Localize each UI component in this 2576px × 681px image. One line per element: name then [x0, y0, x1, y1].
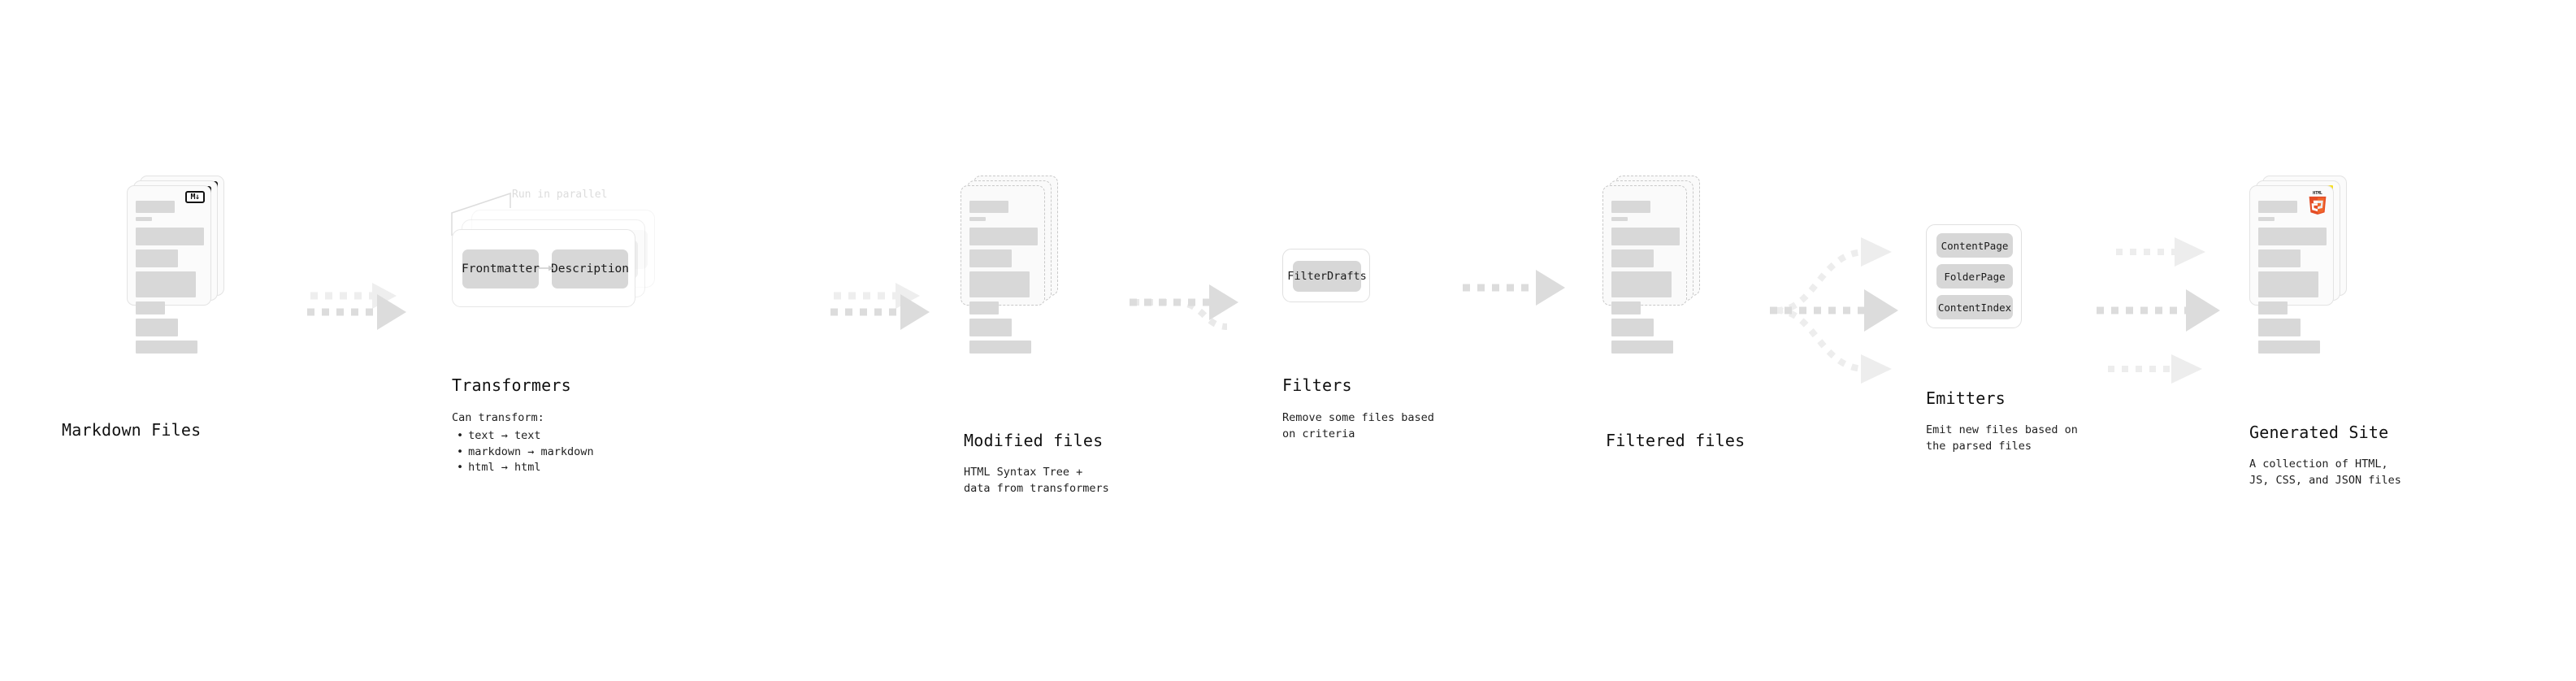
- connector-filtered-to-emitters: [1770, 232, 1932, 387]
- pill-contentpage[interactable]: ContentPage: [1936, 233, 2013, 258]
- bullet-html: html → html: [452, 460, 594, 476]
- pill-frontmatter[interactable]: Frontmatter: [462, 249, 540, 288]
- skeleton-lines: [1611, 201, 1680, 358]
- markdown-file-stack: M↓ M↓ M↓: [127, 176, 224, 354]
- annotation-run-in-parallel: Run in parallel: [512, 189, 608, 201]
- markdown-icon: M↓: [185, 191, 205, 203]
- skeleton-lines: [2258, 201, 2327, 358]
- run-in-parallel-leader: [451, 192, 511, 236]
- bullet-markdown: markdown → markdown: [452, 445, 593, 461]
- modified-card-front: [961, 185, 1045, 354]
- pill-filterdrafts[interactable]: FilterDrafts: [1287, 261, 1367, 292]
- connector-markdown-to-transformers: [307, 275, 413, 340]
- subtitle-modified-files: HTML Syntax Tree + data from transformer…: [964, 466, 1109, 495]
- transformers-bullet-list: text → text markdown → markdown html → h…: [452, 428, 594, 476]
- label-transformers: Transformers: [452, 375, 571, 395]
- node-filters: FilterDrafts: [1282, 249, 1370, 302]
- filtered-card-front: [1602, 185, 1687, 354]
- connector-emitters-to-site: [2088, 232, 2251, 387]
- svg-text:HTML: HTML: [2313, 191, 2322, 196]
- subtitle-filters: Remove some files based on criteria: [1282, 411, 1434, 440]
- label-emitters: Emitters: [1926, 388, 2006, 408]
- connector-transformers-to-modified: [830, 275, 936, 340]
- node-markdown-files: M↓ M↓ M↓: [127, 176, 224, 354]
- label-generated-site: Generated Site: [2249, 423, 2389, 442]
- label-filtered-files: Filtered files: [1606, 431, 1746, 450]
- connector-modified-to-filters: [1130, 268, 1260, 358]
- connector-filters-to-filtered: [1463, 270, 1576, 319]
- generated-site-stack: CSS HTML: [2249, 176, 2347, 354]
- node-emitters: ContentPage FolderPage ContentIndex: [1926, 224, 2022, 328]
- subtitle-transformers: Can transform:: [452, 411, 544, 424]
- subtitle-generated-site: A collection of HTML, JS, CSS, and JSON …: [2249, 458, 2401, 487]
- skeleton-lines: [136, 201, 204, 358]
- bullet-text: text → text: [452, 428, 594, 445]
- html5-icon: HTML: [2307, 190, 2328, 215]
- subtitle-emitters: Emit new files based on the parsed files: [1926, 423, 2078, 453]
- site-card-front-html: HTML: [2249, 185, 2334, 354]
- label-filters: Filters: [1282, 375, 1352, 395]
- transformer-card-front: Frontmatter Description: [452, 229, 635, 307]
- skeleton-lines: [969, 201, 1038, 358]
- markdown-card-front: M↓: [127, 185, 211, 354]
- node-generated-site: CSS HTML: [2249, 176, 2347, 354]
- transformer-inner-arrow: [539, 265, 553, 271]
- node-filtered-files: [1602, 176, 1700, 354]
- label-markdown-files: Markdown Files: [62, 420, 202, 440]
- pill-contentindex[interactable]: ContentIndex: [1936, 295, 2013, 319]
- node-modified-files: [961, 176, 1058, 354]
- pill-description[interactable]: Description: [551, 249, 629, 288]
- filtered-file-stack: [1602, 176, 1700, 354]
- pill-folderpage[interactable]: FolderPage: [1936, 264, 2013, 288]
- node-transformers: Run in parallel Frontmatter Description: [451, 189, 655, 323]
- label-modified-files: Modified files: [964, 431, 1104, 450]
- modified-file-stack: [961, 176, 1058, 354]
